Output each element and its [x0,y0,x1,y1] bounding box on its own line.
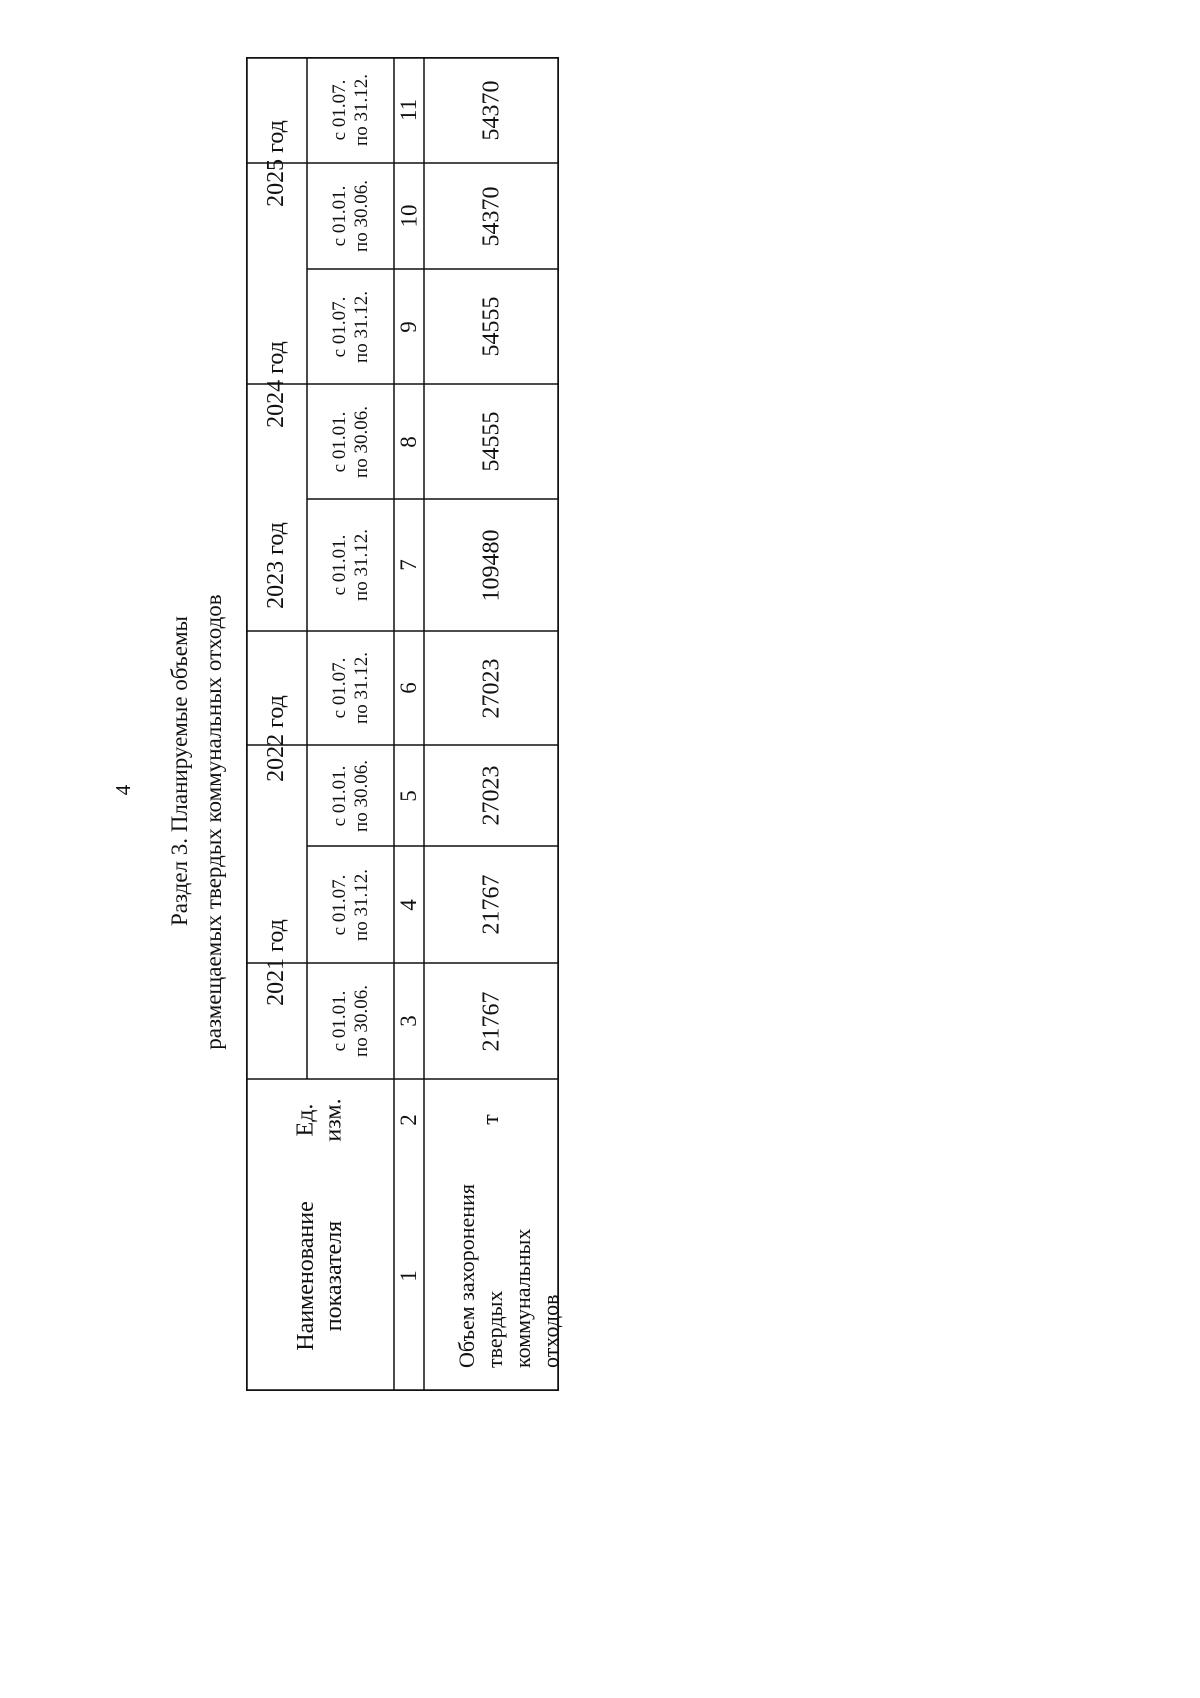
unit-header: Ед. изм. [292,1097,347,1142]
column-number-3: 3 [396,1015,421,1027]
section-subtitle: размещаемых твердых коммунальных отходов [201,594,226,1050]
section-title: Раздел 3. Планируемые объемы [167,615,192,927]
unit-cell: т [478,1114,504,1125]
name-header: Наименование показателя [293,1200,347,1351]
period-header-col7: с 01.01. по 31.12. [328,529,372,601]
column-number-6: 6 [396,682,421,694]
row-name-cell: Объем захоронения твердых коммунальных о… [454,1183,564,1368]
year-header-2021: 2021 год [263,919,290,1006]
value-cell-col6: 27023 [478,658,504,718]
year-header-2022: 2022 год [263,695,290,782]
period-header-col6: с 01.07. по 31.12. [328,652,372,724]
year-header-2025: 2025 год [263,119,290,207]
value-cell-col8: 54555 [478,411,504,472]
value-cell-col4: 21767 [478,874,504,935]
period-header-col11: с 01.07. по 31.12. [328,74,372,146]
column-number-2: 2 [396,1113,421,1126]
column-number-11: 11 [396,98,421,122]
table-grid [246,57,559,1391]
year-header-2023: 2023 год [263,521,290,609]
period-header-col4: с 01.07. по 31.12. [328,868,372,941]
period-header-col10: с 01.01. по 30.06. [328,180,372,252]
value-cell-col9: 54555 [478,296,504,357]
column-number-5: 5 [396,789,421,802]
value-cell-col5: 27023 [478,765,504,826]
period-header-col8: с 01.01. по 30.06. [328,405,372,478]
column-number-1: 1 [396,1269,421,1282]
year-header-2024: 2024 год [263,340,290,428]
column-number-9: 9 [396,320,421,333]
period-header-col5: с 01.01. по 30.06. [328,759,372,832]
value-cell-col7: 109480 [478,529,504,601]
value-cell-col10: 54370 [478,186,504,246]
period-header-col9: с 01.07. по 31.12. [328,290,372,363]
column-number-7: 7 [396,559,421,571]
value-cell-col3: 21767 [478,991,504,1051]
column-number-8: 8 [396,435,421,448]
page-number: 4 [111,784,135,796]
waste-volume-table: 2025 год 2024 год 2023 год 2022 год 2021… [246,57,564,1391]
column-number-10: 10 [396,204,421,228]
value-cell-col11: 54370 [478,80,504,140]
period-header-col3: с 01.01. по 30.06. [328,985,372,1057]
column-number-4: 4 [396,898,421,911]
